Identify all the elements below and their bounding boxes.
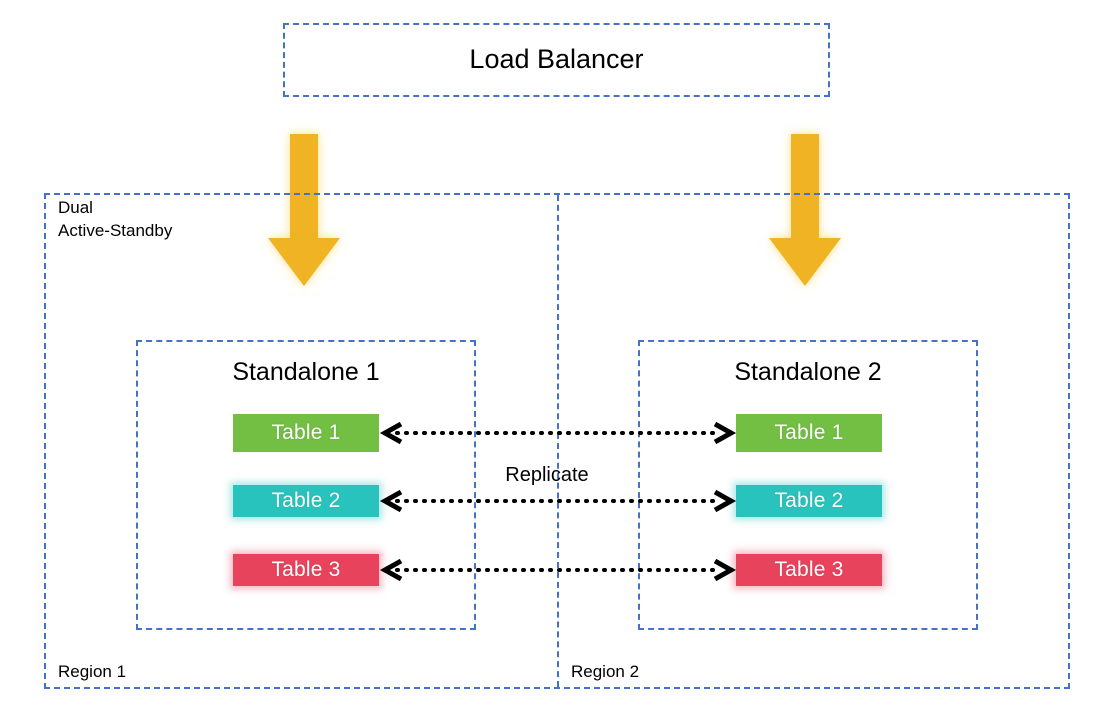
standalone-2-table-2[interactable]: Table 2 [736, 485, 882, 517]
region-divider [557, 195, 559, 687]
traffic-arrow-down-left-icon [268, 134, 340, 286]
standalone-1-table-1[interactable]: Table 1 [233, 414, 379, 452]
standalone-2-box: Standalone 2 [638, 340, 978, 630]
dual-active-standby-label: Dual Active-Standby [58, 198, 173, 240]
standalone-2-table-3[interactable]: Table 3 [736, 554, 882, 586]
standalone-2-title: Standalone 2 [734, 358, 882, 386]
region-2-label: Region 2 [571, 662, 640, 681]
standalone-1-title: Standalone 1 [232, 358, 380, 386]
region-1-label: Region 1 [58, 662, 127, 681]
standalone-1-box: Standalone 1 [136, 340, 476, 630]
traffic-arrow-down-right-icon [769, 134, 841, 286]
standalone-1-table-3[interactable]: Table 3 [233, 554, 379, 586]
replicate-connector-table-3 [379, 558, 737, 582]
replicate-connector-table-1 [379, 421, 737, 445]
load-balancer-label: Load Balancer [469, 44, 644, 75]
standalone-2-table-1[interactable]: Table 1 [736, 414, 882, 452]
replicate-connector-table-2 [379, 489, 737, 513]
dual-active-standby-container [44, 193, 1070, 689]
standalone-1-table-2[interactable]: Table 2 [233, 485, 379, 517]
load-balancer-box: Load Balancer [283, 23, 830, 97]
